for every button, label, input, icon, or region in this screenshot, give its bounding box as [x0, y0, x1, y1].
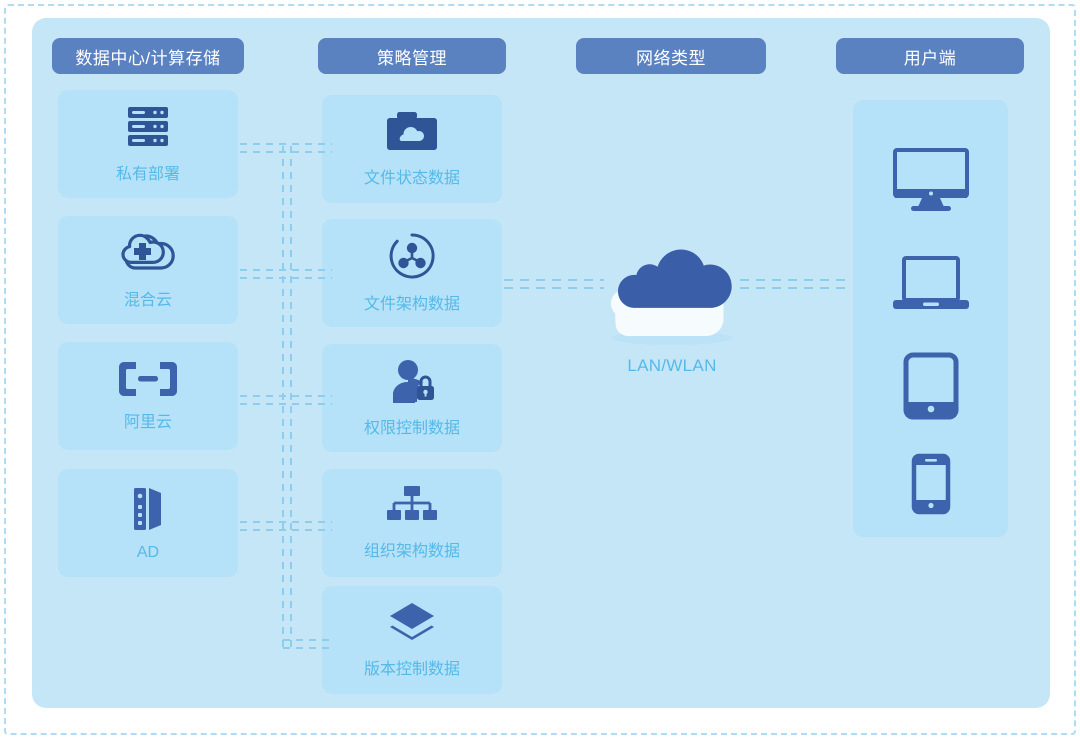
network-cloud-block: LAN/WLAN — [588, 238, 756, 388]
card-file-state-data[interactable]: 文件状态数据 — [322, 95, 502, 203]
card-file-state-data-label: 文件状态数据 — [363, 170, 460, 187]
card-file-architecture-data[interactable]: 文件架构数据 — [322, 219, 502, 327]
laptop-icon — [853, 242, 1008, 328]
tablet-icon — [853, 343, 1008, 429]
card-org-structure-data-label: 组织架构数据 — [363, 543, 460, 560]
layers-stack-icon — [386, 601, 438, 645]
desktop-monitor-icon — [853, 136, 1008, 226]
card-permission-control-data-label: 权限控制数据 — [363, 420, 460, 437]
server-rack-icon — [122, 104, 174, 150]
section-header-client: 用户端 — [836, 38, 1024, 74]
outer-dashed-frame — [4, 4, 1076, 735]
folder-cloud-icon — [386, 110, 438, 154]
smartphone-icon — [853, 445, 1008, 523]
user-lock-icon — [386, 358, 438, 404]
cloud-label: LAN/WLAN — [627, 356, 717, 375]
card-private-deployment[interactable]: 私有部署 — [58, 90, 238, 198]
card-org-structure-data[interactable]: 组织架构数据 — [322, 469, 502, 577]
card-file-architecture-data-label: 文件架构数据 — [363, 296, 460, 313]
org-chart-icon — [385, 485, 439, 527]
card-ad-label: AD — [136, 544, 160, 561]
card-version-control-data[interactable]: 版本控制数据 — [322, 586, 502, 694]
section-header-datacenter-label: 数据中心/计算存储 — [75, 48, 221, 68]
share-nodes-circle-icon — [388, 232, 436, 280]
card-aliyun-label: 阿里云 — [123, 414, 172, 431]
section-header-datacenter: 数据中心/计算存储 — [52, 38, 244, 74]
card-private-deployment-label: 私有部署 — [115, 166, 180, 183]
section-header-policy: 策略管理 — [318, 38, 506, 74]
section-header-policy-label: 策略管理 — [377, 48, 447, 68]
card-version-control-data-label: 版本控制数据 — [363, 661, 460, 678]
card-aliyun[interactable]: 阿里云 — [58, 342, 238, 450]
aliyun-logo-icon — [118, 360, 178, 398]
card-ad[interactable]: AD — [58, 469, 238, 577]
card-hybrid-cloud[interactable]: 混合云 — [58, 216, 238, 324]
ad-server-tower-icon — [128, 484, 168, 534]
section-header-network: 网络类型 — [576, 38, 766, 74]
cloud-3d-icon — [588, 238, 756, 350]
card-permission-control-data[interactable]: 权限控制数据 — [322, 344, 502, 452]
client-devices-panel — [853, 100, 1008, 537]
section-header-client-label: 用户端 — [903, 48, 957, 68]
section-header-network-label: 网络类型 — [636, 48, 706, 68]
card-hybrid-cloud-label: 混合云 — [123, 292, 172, 309]
hybrid-cloud-plus-icon — [117, 230, 179, 276]
